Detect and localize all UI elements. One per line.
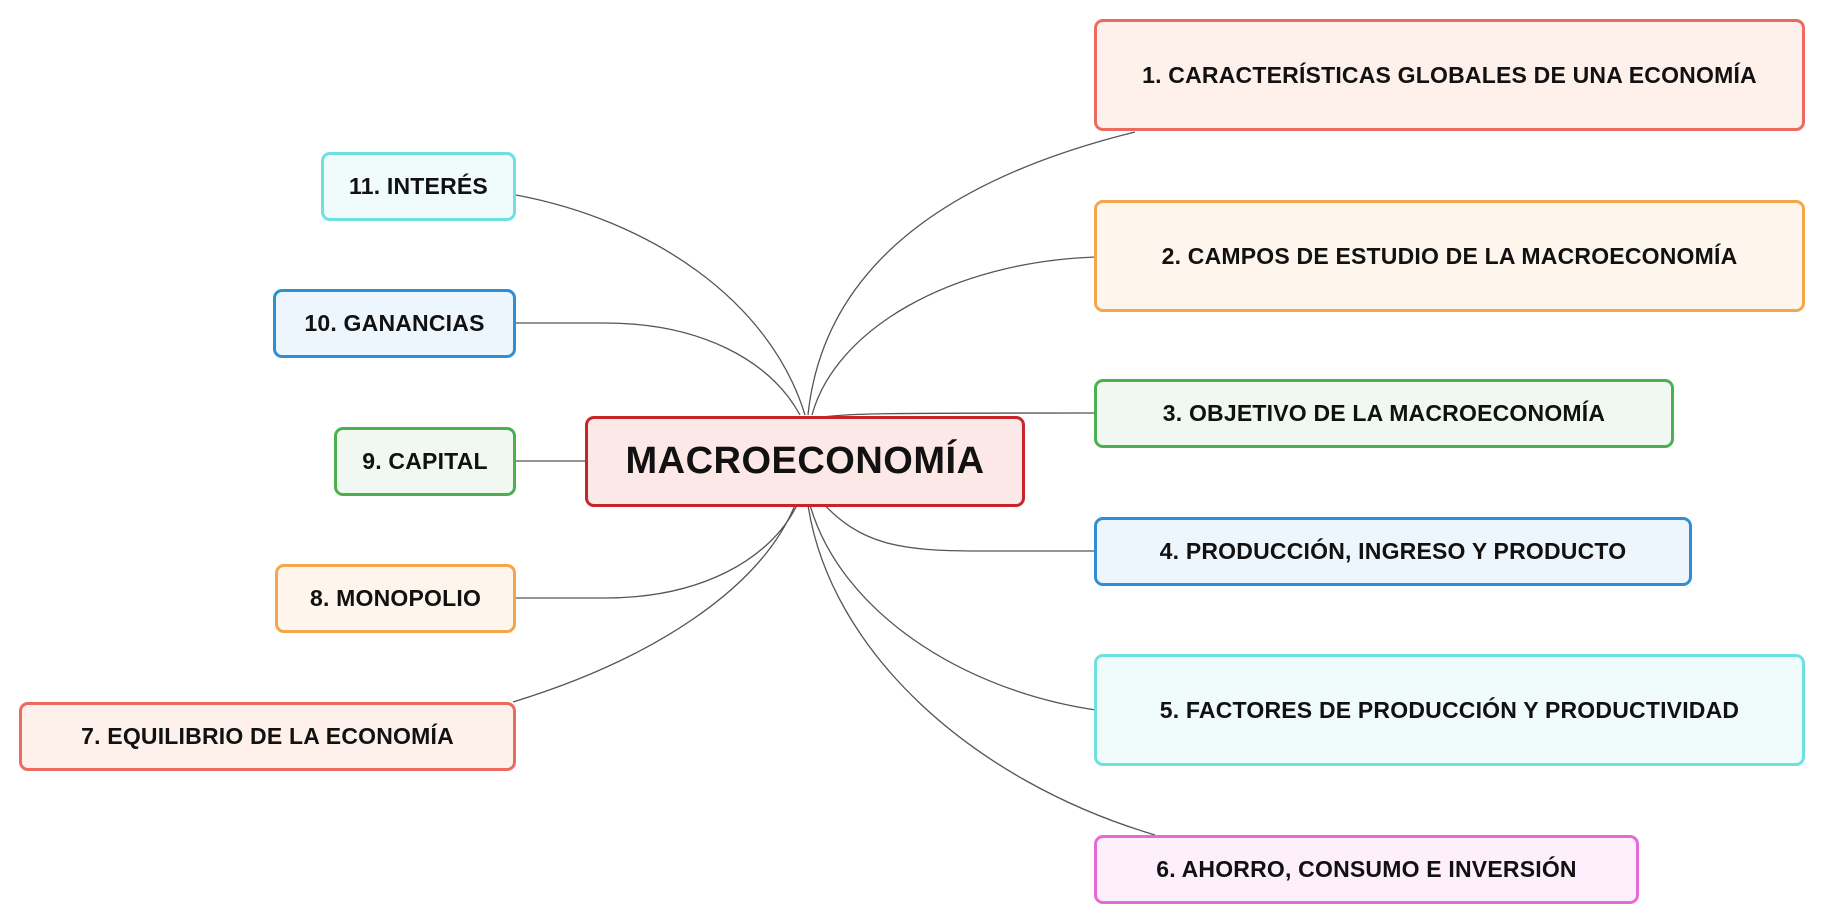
- topic-interes[interactable]: 11. INTERÉS: [321, 152, 516, 221]
- topic-monopolio[interactable]: 8. MONOPOLIO: [275, 564, 516, 633]
- central-topic-macroeconomia[interactable]: MACROECONOMÍA: [585, 416, 1025, 507]
- topic-produccion-ingreso-producto[interactable]: 4. PRODUCCIÓN, INGRESO Y PRODUCTO: [1094, 517, 1692, 586]
- topic-ganancias[interactable]: 10. GANANCIAS: [273, 289, 516, 358]
- topic-objetivo[interactable]: 3. OBJETIVO DE LA MACROECONOMÍA: [1094, 379, 1674, 448]
- connector-t1: [807, 131, 1136, 416]
- topic-caracteristicas-globales[interactable]: 1. CARACTERÍSTICAS GLOBALES DE UNA ECONO…: [1094, 19, 1805, 131]
- connector-t11: [515, 194, 806, 416]
- connector-t2: [811, 256, 1097, 416]
- topic-campos-de-estudio[interactable]: 2. CAMPOS DE ESTUDIO DE LA MACROECONOMÍA: [1094, 200, 1805, 312]
- topic-capital[interactable]: 9. CAPITAL: [334, 427, 516, 496]
- topic-equilibrio[interactable]: 7. EQUILIBRIO DE LA ECONOMÍA: [19, 702, 516, 771]
- topic-factores-de-produccion[interactable]: 5. FACTORES DE PRODUCCIÓN Y PRODUCTIVIDA…: [1094, 654, 1805, 766]
- connector-t4: [819, 499, 1096, 552]
- connector-t5: [809, 504, 1097, 711]
- topic-ahorro-consumo-inversion[interactable]: 6. AHORRO, CONSUMO E INVERSIÓN: [1094, 835, 1639, 904]
- connector-t8: [516, 504, 798, 599]
- connector-t10: [516, 322, 801, 416]
- connector-t7: [512, 504, 796, 703]
